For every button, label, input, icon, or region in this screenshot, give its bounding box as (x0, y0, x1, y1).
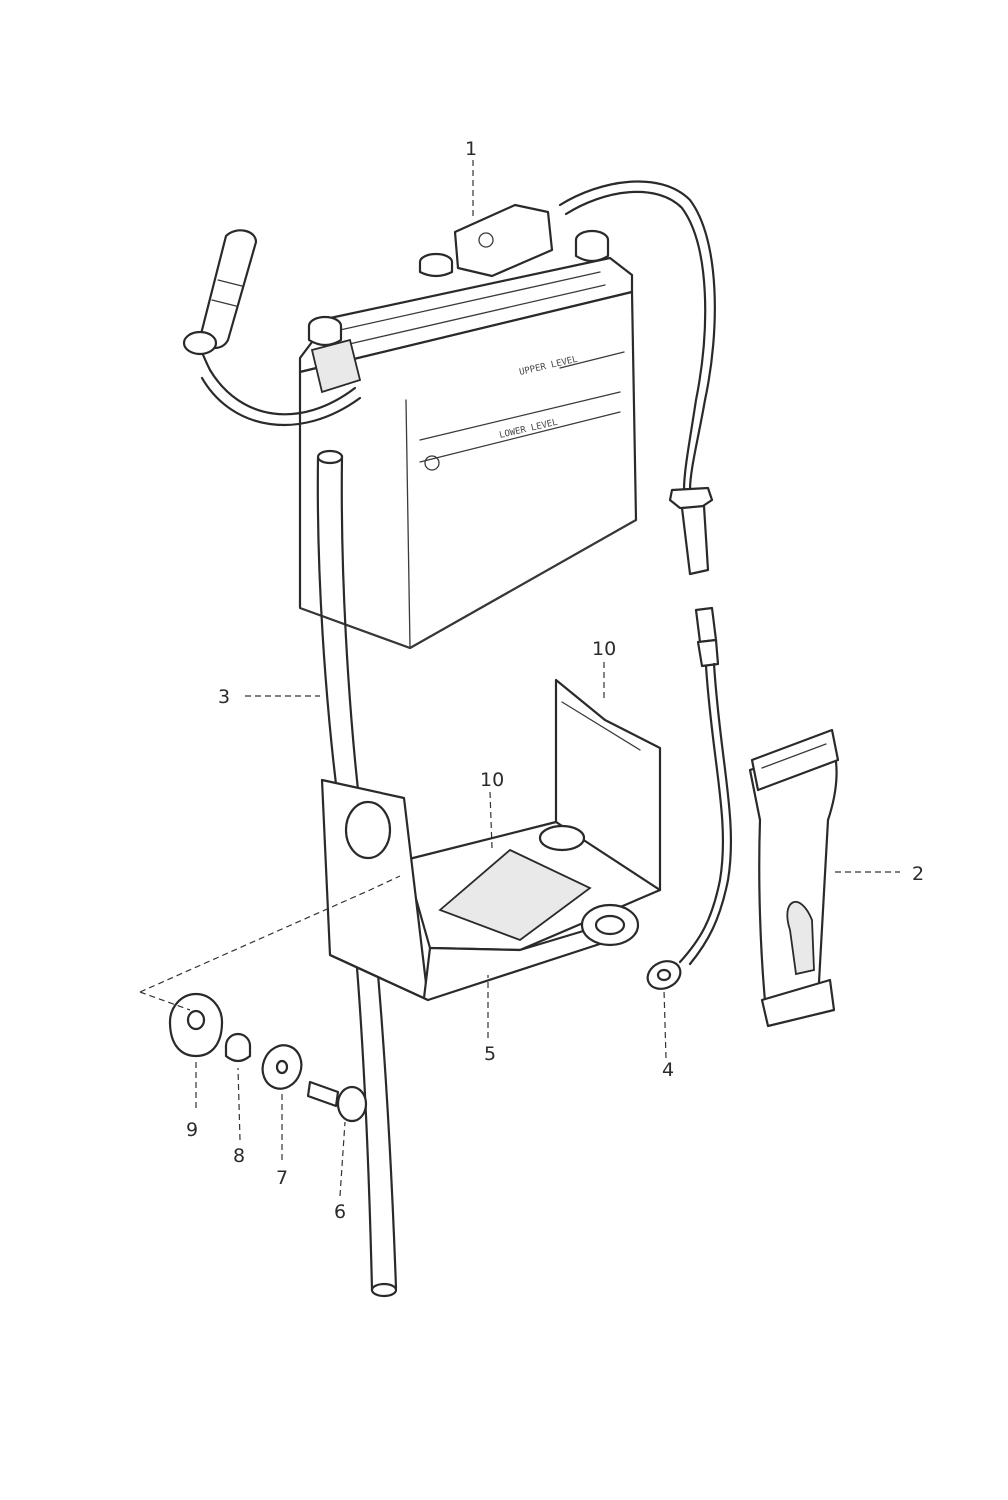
battery: UPPER LEVEL LOWER LEVEL (298, 203, 638, 650)
battery-terminal-positive (574, 229, 610, 263)
rubber-strap (748, 728, 840, 1028)
cable-boot (182, 229, 258, 356)
callout-10-upper: 10 (592, 638, 616, 660)
callout-5: 5 (484, 1043, 496, 1065)
washer (261, 1044, 303, 1090)
callout-8: 8 (233, 1145, 245, 1167)
callout-9: 9 (186, 1119, 198, 1141)
negative-cable (182, 229, 362, 427)
ground-lead (646, 606, 733, 990)
rubber-grommet (168, 992, 224, 1058)
callout-2: 2 (912, 863, 924, 885)
collar (224, 1032, 252, 1063)
callout-10-lower: 10 (480, 769, 504, 791)
battery-terminal-negative (307, 315, 362, 394)
callout-6: 6 (334, 1201, 346, 1223)
callout-3: 3 (218, 686, 230, 708)
callout-7: 7 (276, 1167, 288, 1189)
callout-1: 1 (465, 138, 477, 160)
bolt (306, 1080, 368, 1123)
assembly-axis-line (139, 875, 401, 993)
battery-holder (320, 678, 662, 1002)
callout-4: 4 (662, 1059, 674, 1081)
positive-cable (558, 180, 716, 576)
